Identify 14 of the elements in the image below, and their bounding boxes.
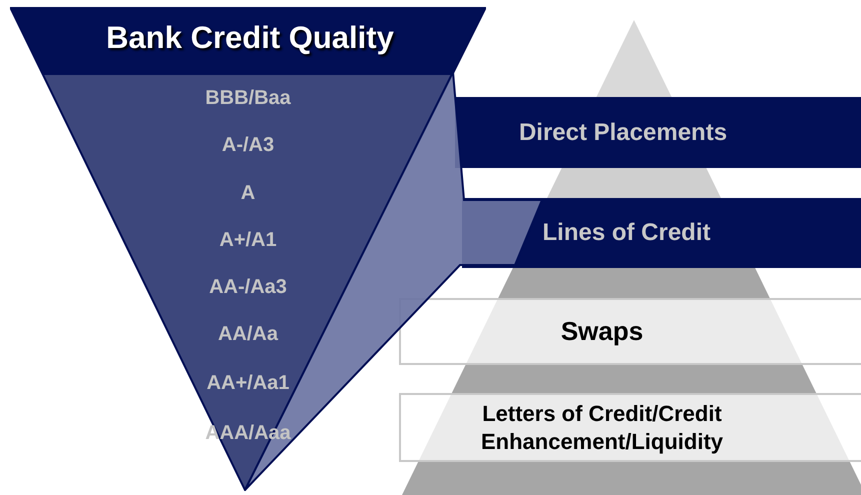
bar-label: Swaps bbox=[560, 315, 644, 348]
rating-label: AA+/Aa1 bbox=[206, 373, 290, 393]
bar-label: Lines of Credit bbox=[541, 218, 712, 248]
funnel-title: Bank Credit Quality bbox=[105, 22, 395, 53]
rating-label: A-/A3 bbox=[220, 135, 276, 155]
rating-label: A bbox=[240, 183, 256, 203]
product-bar bbox=[455, 97, 861, 168]
bar-label: Direct Placements bbox=[518, 118, 728, 148]
rating-label: AA-/Aa3 bbox=[208, 277, 288, 297]
bar-label: Letters of Credit/Credit Enhancement/Liquidity bbox=[480, 400, 724, 455]
rating-label: BBB/Baa bbox=[204, 88, 292, 108]
product-bar bbox=[399, 393, 861, 462]
rating-label: AA/Aa bbox=[216, 324, 280, 344]
rating-label: A+/A1 bbox=[218, 230, 278, 250]
